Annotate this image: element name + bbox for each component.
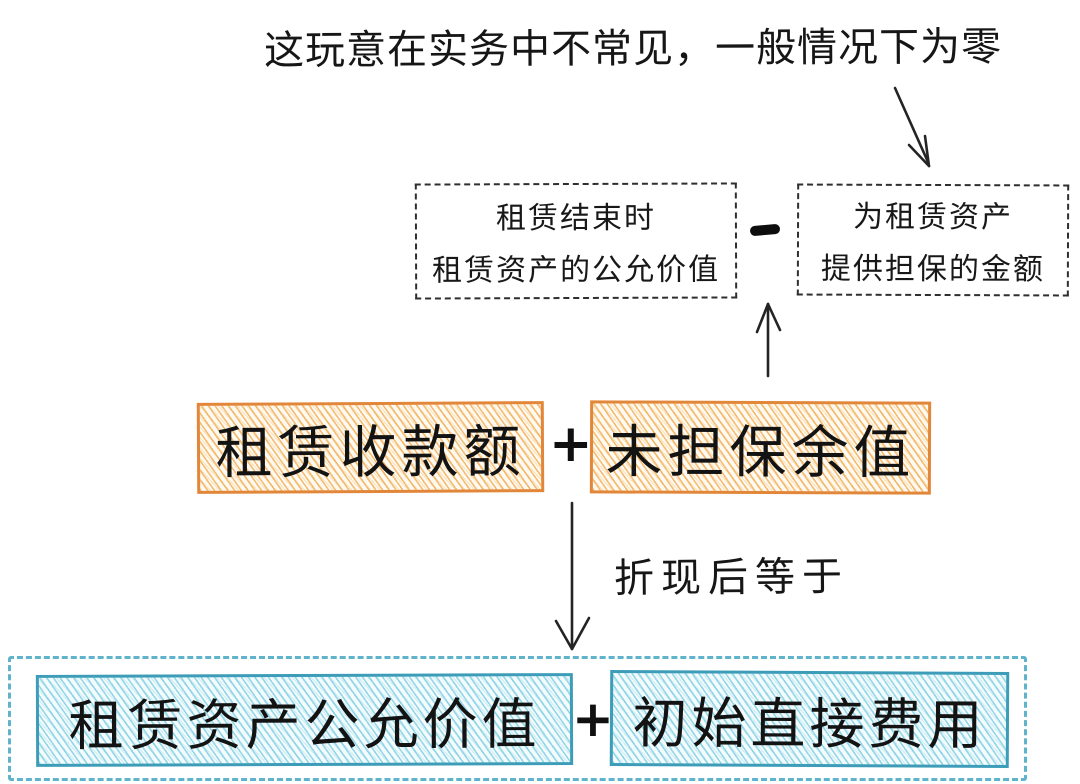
annotation-arrow-icon <box>893 86 931 168</box>
minuend-dashed-box: 租赁结束时 租赁资产的公允价值 <box>414 182 738 300</box>
term-leased-asset-fair-value: 租赁资产公允价值 <box>35 673 574 767</box>
subtrahend-dashed-box: 为租赁资产 提供担保的金额 <box>796 183 1070 297</box>
minuend-line2: 租赁资产的公允价值 <box>432 252 721 289</box>
term-initial-direct-costs: 初始直接费用 <box>609 669 1010 769</box>
minus-operator: − <box>749 223 781 237</box>
discount-down-arrow-icon <box>554 501 591 651</box>
bottom-dashed-group: 租赁资产公允价值 + 初始直接费用 <box>8 656 1027 781</box>
term-unguaranteed-residual: 未担保余值 <box>589 400 932 495</box>
discount-arrow-label: 折现后等于 <box>613 553 850 603</box>
subtrahend-line2: 提供担保的金额 <box>820 251 1045 288</box>
plus-operator-bottom: + <box>572 690 614 748</box>
subtrahend-line1: 为租赁资产 <box>853 199 1014 236</box>
top-annotation-text: 这玩意在实务中不常见，一般情况下为零 <box>263 24 1003 75</box>
term-lease-receipts: 租赁收款额 <box>196 401 545 494</box>
plus-operator-mid: + <box>549 414 593 474</box>
up-arrow-icon <box>755 302 782 378</box>
minuend-line1: 租赁结束时 <box>495 200 656 237</box>
